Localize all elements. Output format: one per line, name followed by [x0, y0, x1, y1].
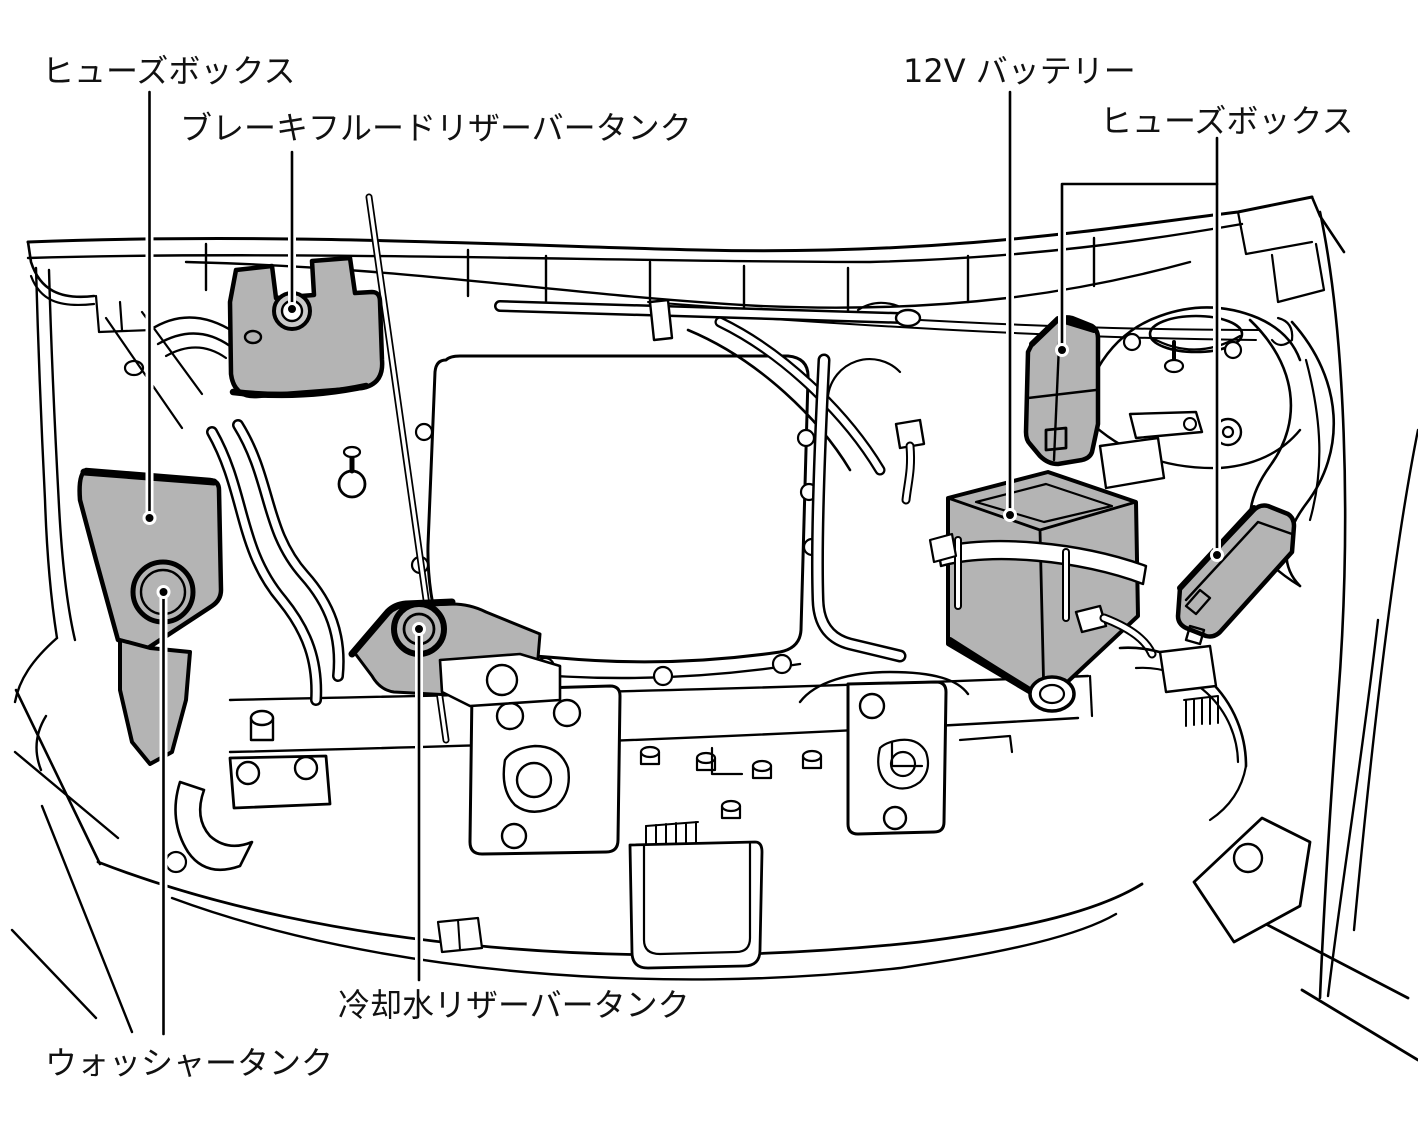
callout-dot-washer-tank — [156, 585, 171, 599]
washer-tank-shape — [118, 638, 192, 766]
left-components — [77, 255, 385, 766]
callout-dot-fuse-box-left — [142, 511, 157, 525]
label-brake-fluid-reservoir: ブレーキフルードリザーバータンク — [180, 109, 692, 147]
callout-dot-fuse-box-right — [1210, 548, 1224, 562]
fuse-box-right-upper-shape — [1023, 315, 1101, 467]
callout-dot-brake-fluid-reservoir — [285, 302, 299, 316]
label-coolant-reservoir: 冷却水リザーバータンク — [338, 986, 690, 1024]
right-components — [928, 306, 1336, 944]
label-battery-12v: 12V バッテリー — [903, 52, 1136, 90]
callout-dot-battery-12v — [1003, 508, 1017, 522]
label-fuse-box-right: ヒューズボックス — [1100, 102, 1353, 140]
label-fuse-box-left: ヒューズボックス — [42, 52, 295, 90]
coolant-reservoir-group — [348, 598, 562, 708]
leader-fuse-box-right-branch — [1060, 182, 1219, 346]
fuse-box-right-shape — [1175, 503, 1297, 639]
label-washer-tank: ウォッシャータンク — [45, 1044, 333, 1082]
brake-fluid-reservoir-shape — [227, 255, 385, 399]
callout-labels: ヒューズボックス ブレーキフルードリザーバータンク 12V バッテリー ヒューズ… — [42, 52, 1353, 1082]
callout-leaders — [142, 88, 1224, 1038]
battery-12v-shape — [946, 470, 1140, 704]
callout-dot-fuse-box-right-upper — [1055, 343, 1069, 357]
radiator-support-frame — [174, 670, 1094, 970]
engine-cover — [410, 354, 822, 687]
callout-dot-coolant-reservoir — [412, 622, 426, 636]
